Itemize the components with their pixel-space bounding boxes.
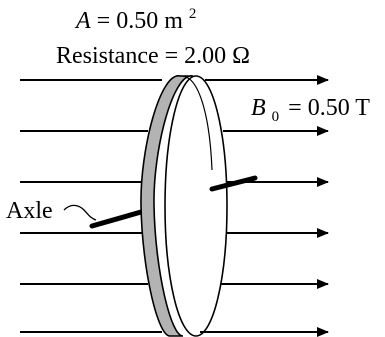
field-value: = 0.50 T xyxy=(288,95,370,121)
axle-right xyxy=(209,175,258,192)
field-label: B 0 = 0.50 T xyxy=(251,95,370,127)
loop-front-edge xyxy=(179,75,213,171)
area-label: A = 0.50 m 2 xyxy=(74,6,196,34)
field-subscript: 0 xyxy=(272,109,280,125)
axle-leader-line xyxy=(63,204,97,221)
resistance-label: Resistance = 2.00 Ω xyxy=(56,43,250,69)
loop xyxy=(140,75,228,337)
area-exponent: 2 xyxy=(189,6,197,22)
field-lines-front xyxy=(200,75,329,337)
loop-back-edge xyxy=(164,75,228,337)
loop-rim xyxy=(140,75,194,337)
field-lines-back xyxy=(20,79,162,333)
area-value: = 0.50 m xyxy=(97,8,184,34)
axle-left xyxy=(89,207,151,229)
axle-label: Axle xyxy=(6,198,53,224)
field-symbol: B xyxy=(251,95,266,121)
area-symbol: A xyxy=(74,8,91,34)
